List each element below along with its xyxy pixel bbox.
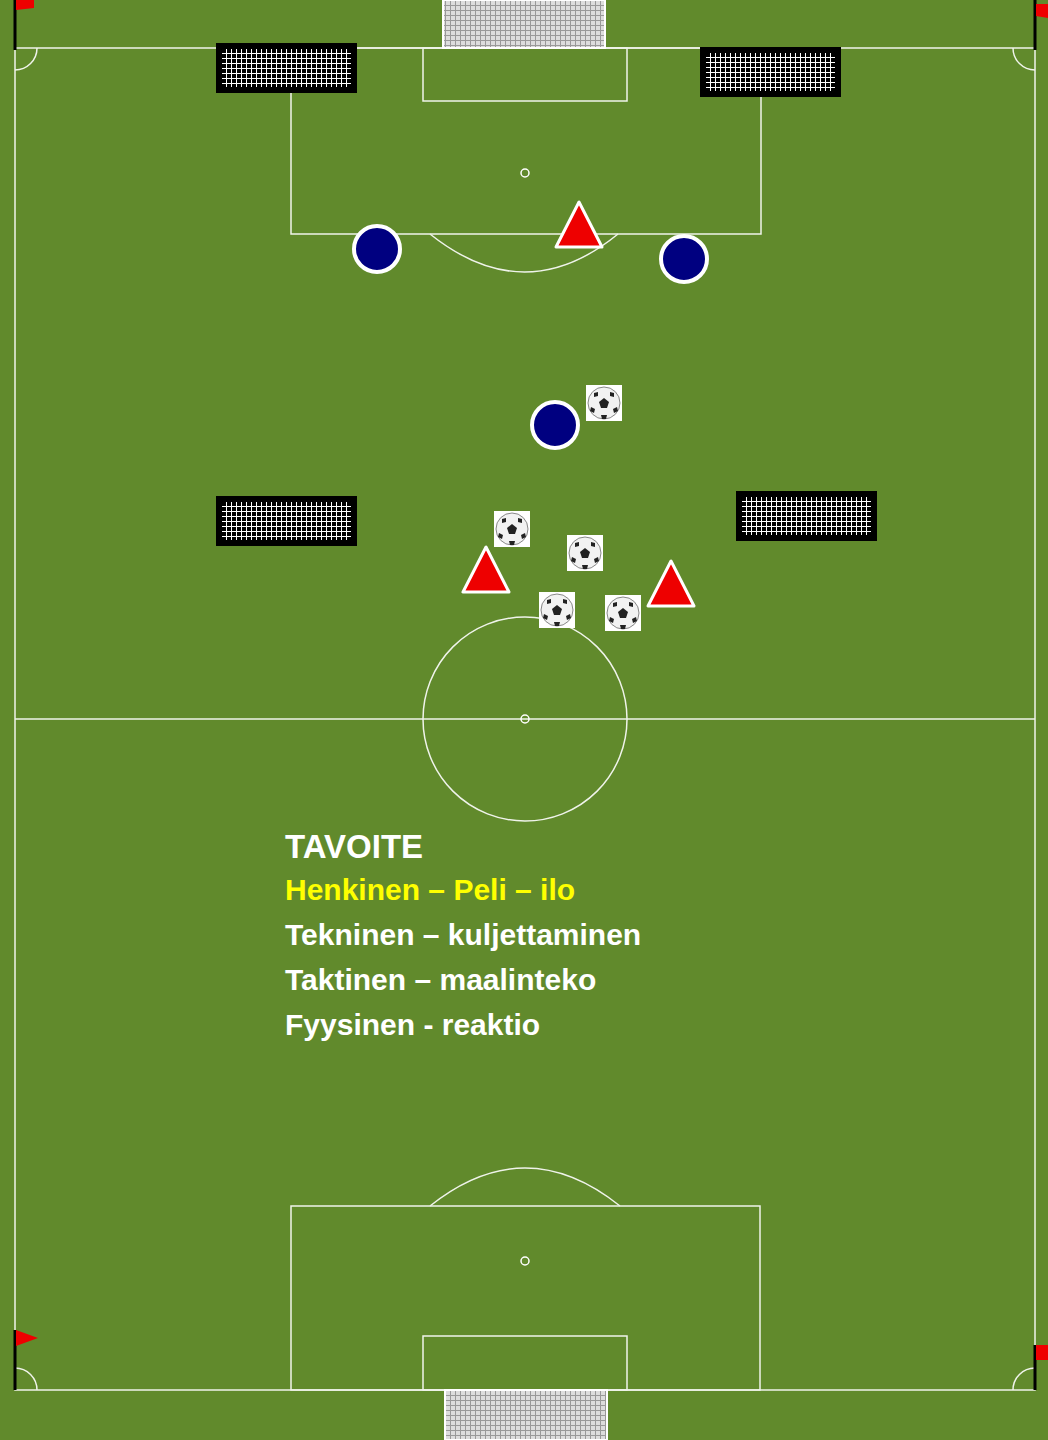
- goal-line: Tekninen – kuljettaminen: [285, 918, 641, 953]
- goal-line: Taktinen – maalinteko: [285, 963, 596, 998]
- goal-heading: TAVOITE: [285, 828, 423, 866]
- goal-line: Henkinen – Peli – ilo: [285, 873, 575, 908]
- goal-line: Fyysinen - reaktio: [285, 1008, 540, 1043]
